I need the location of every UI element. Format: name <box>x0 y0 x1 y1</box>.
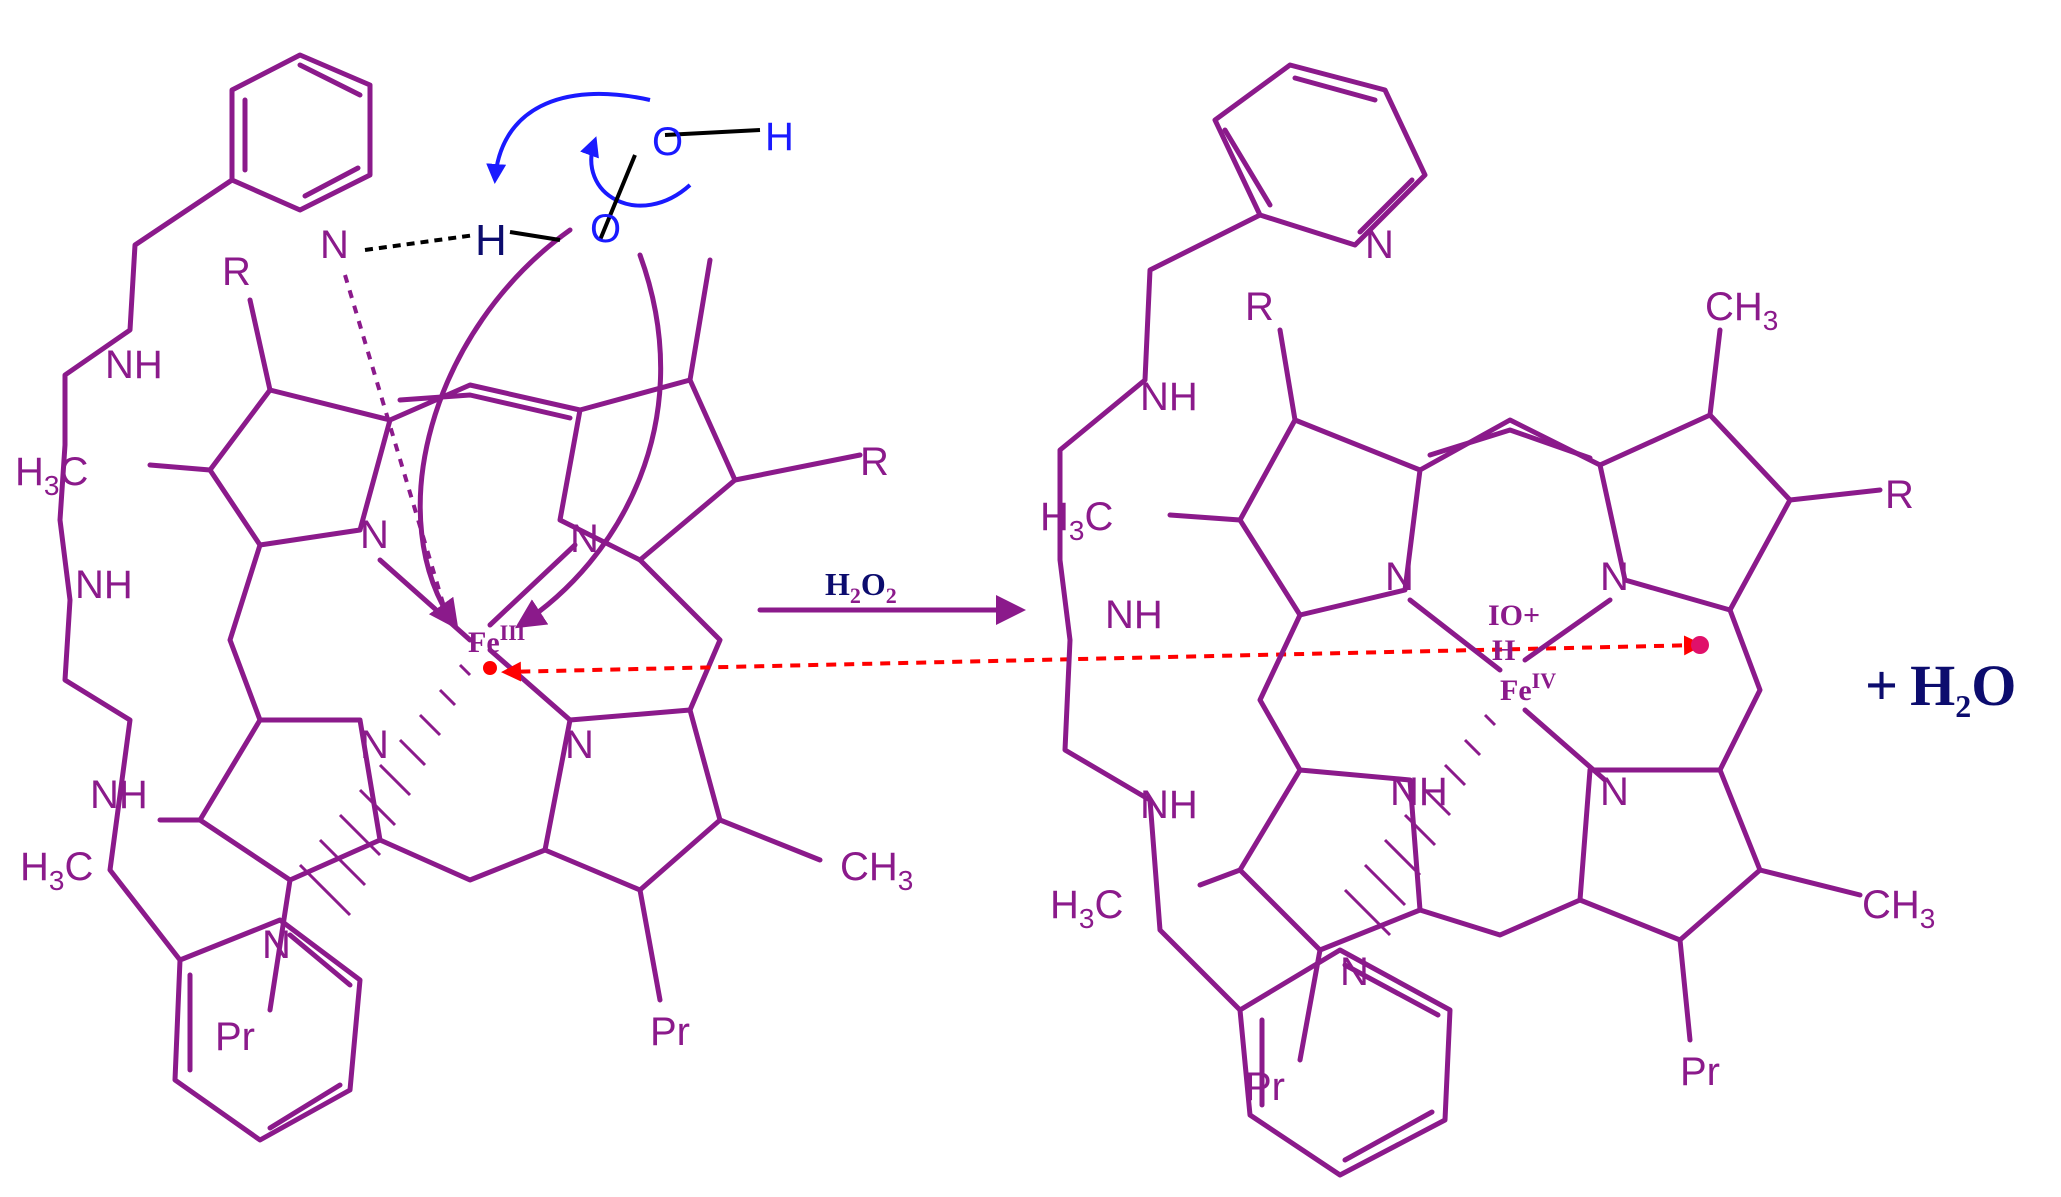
left-Pr1: Pr <box>215 1015 255 1059</box>
right-pyrrole-B <box>1597 412 1793 613</box>
left-NH3: NH <box>90 773 148 817</box>
left-CH3: CH3 <box>840 845 913 896</box>
left-hydrogen-bond <box>364 233 476 252</box>
right-complex: R R NH NH NH NH H3C H3C CH3 CH3 Pr Pr N … <box>1040 62 1935 1178</box>
left-N-pyridine-top: N <box>320 223 349 267</box>
left-pyrrole-D <box>542 707 723 893</box>
right-top-pyridine-ring <box>1212 62 1428 248</box>
left-blue-arrow-1 <box>486 91 651 184</box>
right-NH2: NH <box>1105 593 1163 637</box>
left-NH2: NH <box>75 563 133 607</box>
left-R1: R <box>222 250 251 294</box>
left-curved-arrow-2 <box>514 252 664 629</box>
left-N3: N <box>360 723 389 767</box>
right-Fe: FeIV <box>1500 668 1556 707</box>
reaction-arrow-group: H2O2 <box>501 566 1704 682</box>
left-Fe: FeIII <box>468 620 525 659</box>
right-CH3-top: CH3 <box>1705 285 1778 336</box>
left-linker-chain <box>57 177 235 963</box>
left-pyrrole-A <box>207 387 393 548</box>
right-N-pyridine-bottom: N <box>1340 950 1369 994</box>
right-radical-dot <box>1691 636 1709 654</box>
left-O2: O <box>590 207 621 251</box>
left-NH1: NH <box>105 343 163 387</box>
right-pyrrole-C <box>1237 767 1423 953</box>
right-H3C1: H3C <box>1040 495 1113 546</box>
right-NH1: NH <box>1140 375 1198 419</box>
left-hashed-wedge <box>298 663 472 917</box>
right-H3C2: H3C <box>1050 883 1123 934</box>
right-linker-chain <box>1057 212 1263 1013</box>
left-H3C1: H3C <box>15 450 88 501</box>
right-Pr2: Pr <box>1680 1050 1720 1094</box>
right-N1: N <box>1385 555 1414 599</box>
left-H3C2: H3C <box>20 845 93 896</box>
left-H-transfer: H <box>475 216 507 265</box>
left-N-pyridine-bottom: N <box>262 923 291 967</box>
right-CH3-bottom: CH3 <box>1862 883 1935 934</box>
left-H-hydroxyl: H <box>765 115 794 159</box>
left-complex: R R NH NH NH H3C H3C CH3 Pr Pr N N N N N… <box>15 52 913 1143</box>
left-N1: N <box>360 513 389 557</box>
right-oxo-label: IO+ <box>1488 599 1540 632</box>
right-R1: R <box>1245 285 1274 329</box>
left-pyrrole-C <box>197 717 383 883</box>
water-byproduct: +H2O <box>1865 653 2016 724</box>
left-N4: N <box>565 723 594 767</box>
left-pyrrole-B <box>557 377 738 563</box>
left-Fe-dot <box>483 661 497 675</box>
right-N-pyridine-top: N <box>1365 223 1394 267</box>
left-curved-arrow-1 <box>417 227 573 630</box>
left-bottom-pyridine-ring <box>172 917 363 1143</box>
left-O1: O <box>652 120 683 164</box>
right-NH3: NH <box>1140 783 1198 827</box>
left-Pr2: Pr <box>650 1010 690 1054</box>
right-N3: N <box>1600 770 1629 814</box>
left-R2: R <box>860 440 889 484</box>
right-NH4: NH <box>1390 770 1448 814</box>
right-pyrrole-D <box>1577 767 1763 943</box>
right-H-label: H <box>1492 634 1515 667</box>
left-N2: N <box>570 517 599 561</box>
right-N2: N <box>1600 555 1629 599</box>
reagent-label: H2O2 <box>825 566 897 608</box>
right-bottom-pyridine-ring <box>1237 947 1453 1178</box>
right-hashed-wedge <box>1343 713 1497 937</box>
right-pyrrole-A <box>1237 417 1423 618</box>
right-Pr1: Pr <box>1245 1065 1285 1109</box>
right-R2: R <box>1885 473 1914 517</box>
left-top-pyridine-ring <box>229 52 373 213</box>
radical-transfer-arrow <box>501 635 1704 682</box>
